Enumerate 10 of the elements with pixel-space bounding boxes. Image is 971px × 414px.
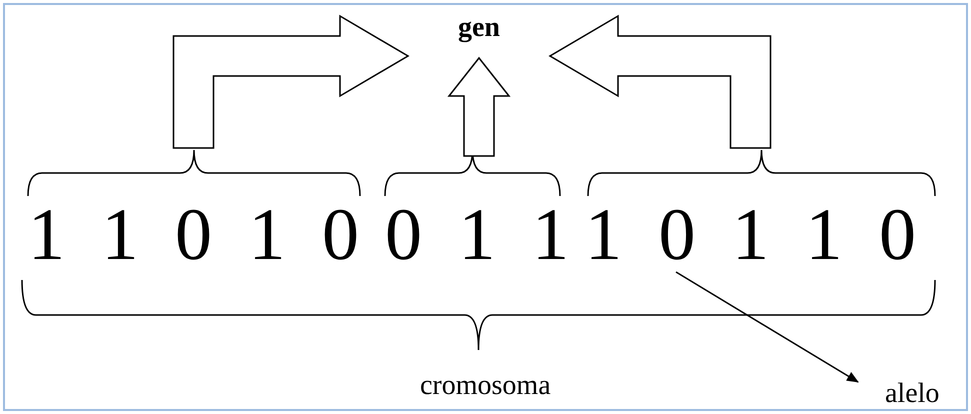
bit-sequence: 1 0 1 1 0 <box>585 198 916 272</box>
gene-label: gen <box>458 14 500 42</box>
block-arrow <box>548 14 772 149</box>
block-arrow <box>172 14 410 149</box>
bit-sequence: 1 1 0 1 0 <box>28 198 359 272</box>
chromosome-label: cromosoma <box>420 372 551 400</box>
arrow <box>676 271 859 383</box>
block-arrow <box>447 56 511 157</box>
allele-label: alelo <box>885 380 940 408</box>
bit-sequence: 0 1 1 <box>385 198 569 272</box>
